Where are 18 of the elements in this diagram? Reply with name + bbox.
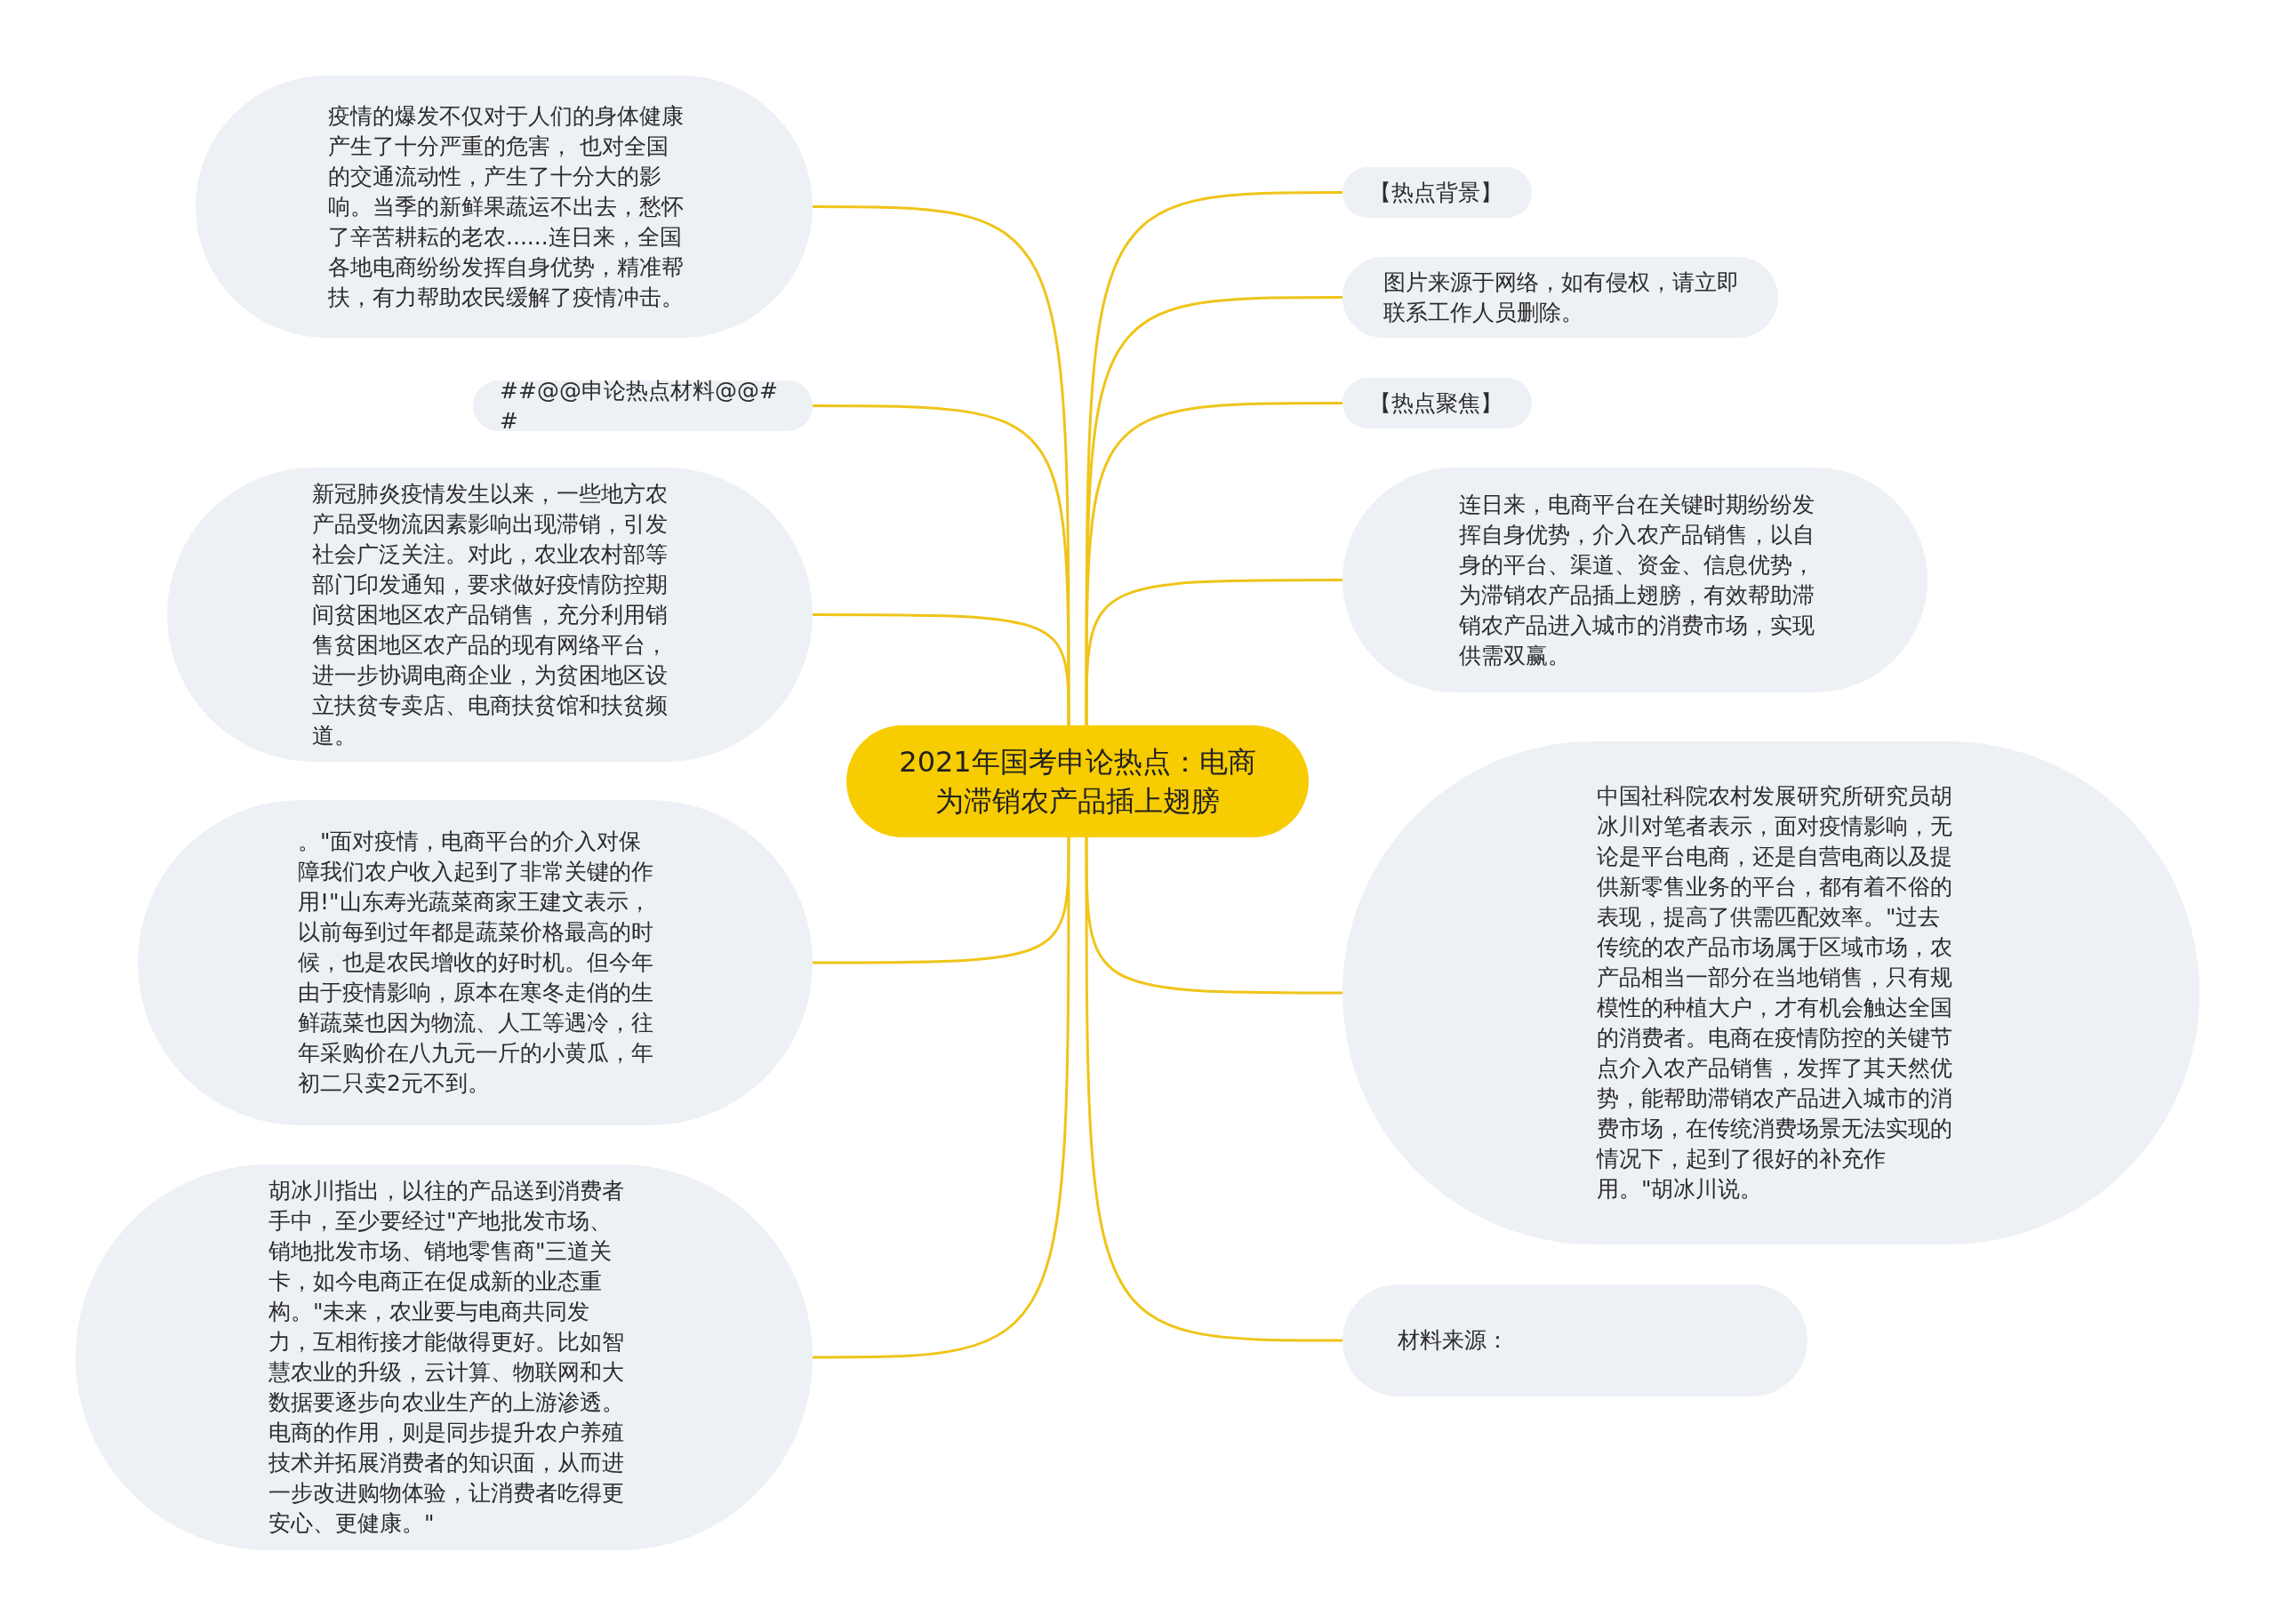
connector-line (813, 837, 1070, 1359)
topic-text: 连日来，电商平台在关键时期纷纷发挥自身优势，介入农产品销售，以自身的平台、渠道、资金、信息优势，为滞销农产品插上翅膀，有效帮助滞销农产品进入城市的消费市场，实现供需双赢。 (1459, 490, 1815, 670)
topic-text: ##@@申论热点材料@@## (500, 376, 779, 436)
connector-line (813, 613, 1070, 725)
topic-text: 疫情的爆发不仅对于人们的身体健康产生了十分严重的危害， 也对全国的交通流动性，产生了十分大的影响。当季的新鲜果蔬运不出去，愁怀了辛苦耕耘的老农......连日来，全国各地电商纷纷发挥自身优势，精准帮扶，有力帮助农民缓解了疫情冲击。 (328, 101, 684, 312)
topic-text: 【热点聚焦】 (1369, 388, 1503, 418)
topic-bubble (473, 380, 813, 431)
connector-line (1085, 579, 1342, 725)
topic-bubble (1342, 378, 1532, 428)
topic-bubble (1342, 167, 1532, 218)
topic-text: 材料来源： (1398, 1326, 1510, 1355)
topic-text: 胡冰川指出，以往的产品送到消费者手中，至少要经过"产地批发市场、销地批发市场、销地零售商"三道关卡，如今电商正在促成新的业态重构。"未来，农业要与电商共同发力，互相衔接才能做得更好。比如智慧农业的升级，云计算、物联网和大数据要逐步向农业生产的上游渗透。电商的作用，则是同步提升农户养殖技术并拓展消费者的知识面，从而进一步改进购物体验，让消费者吃得更安心、更健康。" (268, 1177, 624, 1538)
topic-text: 中国社科院农村发展研究所研究员胡冰川对笔者表示，面对疫情影响，无论是平台电商，还是自营电商以及提供新零售业务的平台，都有着不俗的表现，提高了供需匹配效率。"过去传统的农产品市场属于区域市场，农产品相当一部分在当地销售，只有规模性的种植大户，才有机会触达全国的消费者。电商在疫情防控的关键节点介入农产品销售，发挥了其天然优势，能帮助滞销农产品进入城市的消费市场，在传统消费场景无法实现的情况下，起到了很好的补充作用。"胡冰川说。 (1597, 782, 1953, 1204)
topic-text: 图片来源于网络，如有侵权，请立即联系工作人员删除。 (1383, 268, 1739, 327)
topic-text: 。"面对疫情，电商平台的介入对保障我们农户收入起到了非常关键的作用!"山东寿光蔬菜商家王建文表示，以前每到过年都是蔬菜价格最高的时候，也是农民增收的好时机。但今年由于疫情影响，原本在寒冬走俏的生鲜蔬菜也因为物流、人工等遇冷，往年采购价在八九元一斤的小黄瓜，年初二只卖2元不到。 (298, 828, 653, 1098)
central-topic-text: 2021年国考申论热点：电商为滞销农产品插上翅膀 (898, 744, 1257, 820)
topic-text: 【热点背景】 (1369, 178, 1503, 207)
topic-text: 新冠肺炎疫情发生以来，一些地方农产品受物流因素影响出现滞销，引发社会广泛关注。对此，农业农村部等部门印发通知，要求做好疫情防控期间贫困地区农产品销售，充分利用销售贫困地区农产品的现有网络平台，进一步协调电商企业，为贫困地区设立扶贫专卖店、电商扶贫馆和扶贫频道。 (312, 479, 668, 750)
